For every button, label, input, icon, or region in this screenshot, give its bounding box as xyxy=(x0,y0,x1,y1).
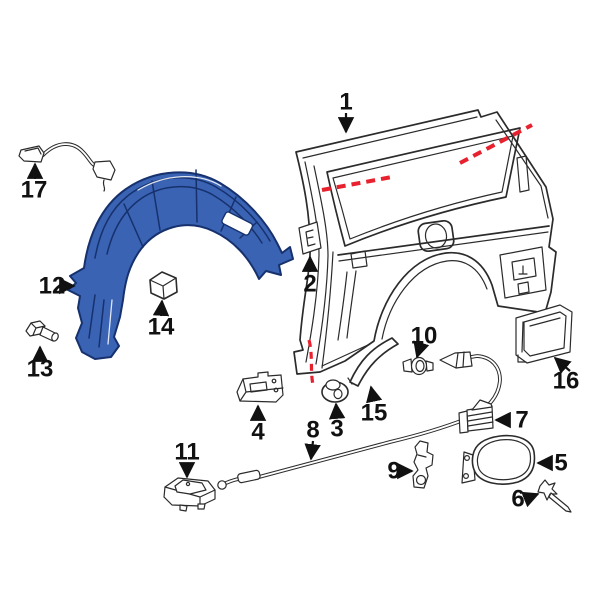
callout-13-label: 13 xyxy=(27,356,54,383)
callout-6-label: 6 xyxy=(511,486,524,513)
callout-4-label: 4 xyxy=(251,419,265,446)
callout-7-label: 7 xyxy=(515,407,528,434)
bracket-drawing xyxy=(236,371,284,403)
opener-lever-drawing xyxy=(163,477,216,512)
red-dash-lower xyxy=(307,339,315,386)
callout-10-arrow xyxy=(413,340,430,359)
callout-14-arrow xyxy=(152,299,170,317)
callout-15-label: 15 xyxy=(361,400,388,427)
callout-14-label: 14 xyxy=(148,314,175,341)
callout-16-label: 16 xyxy=(553,368,580,395)
spring-clip-drawing xyxy=(458,399,494,434)
callout-2-label: 2 xyxy=(303,271,316,298)
callout-8-arrow xyxy=(304,440,321,461)
callout-17-label: 17 xyxy=(21,177,48,204)
callout-9-label: 9 xyxy=(387,458,400,485)
fuel-door-drawing xyxy=(461,434,536,485)
vent-panel-drawing xyxy=(515,304,573,364)
clip-square-drawing xyxy=(298,221,322,255)
red-dash-front xyxy=(321,175,393,192)
callout-1-label: 1 xyxy=(339,89,352,116)
push-pin-drawing xyxy=(25,320,59,342)
callout-5-label: 5 xyxy=(554,450,567,477)
support-bracket-drawing xyxy=(412,440,434,489)
protector-strip-drawing xyxy=(347,337,399,387)
wheel-liner-drawing xyxy=(67,169,294,360)
callout-15-arrow xyxy=(366,385,383,404)
red-dash-rear xyxy=(459,123,533,165)
clip-cube-drawing xyxy=(149,271,178,300)
callout-10-label: 10 xyxy=(411,323,438,350)
liner-notch xyxy=(221,211,254,236)
grommet-drawing xyxy=(321,379,349,403)
grommet-clip-drawing xyxy=(402,356,434,376)
callout-8-label: 8 xyxy=(306,417,319,444)
callout-3-arrow xyxy=(328,402,346,420)
callout-6-arrow xyxy=(521,491,540,508)
wire-harness-drawing xyxy=(18,142,116,192)
callout-11-label: 11 xyxy=(174,439,199,466)
quarter-panel-drawing xyxy=(293,109,557,386)
callout-3-label: 3 xyxy=(330,416,343,443)
callout-16-arrow xyxy=(553,356,572,374)
screw-pin-drawing xyxy=(537,479,572,513)
callout-12-label: 12 xyxy=(39,273,66,300)
